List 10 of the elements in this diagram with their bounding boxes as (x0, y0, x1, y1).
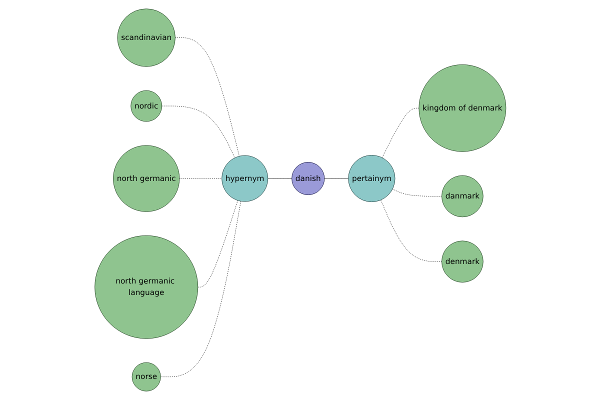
connector (382, 108, 419, 158)
connector (178, 178, 222, 179)
connector (197, 200, 238, 288)
connector (392, 188, 442, 196)
connector (161, 106, 235, 158)
connector (380, 200, 442, 262)
connector (174, 37, 240, 156)
connector (267, 178, 292, 179)
connector (324, 178, 348, 179)
connector (160, 200, 241, 378)
